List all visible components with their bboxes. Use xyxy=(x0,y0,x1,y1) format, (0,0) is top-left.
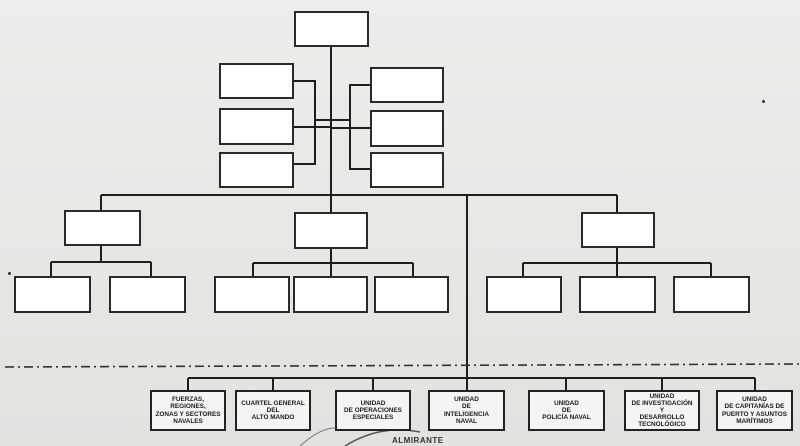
staff-box-left-2 xyxy=(219,108,294,145)
staff-box-left-1 xyxy=(219,63,294,99)
separator-dashed-line xyxy=(4,363,800,368)
unit-box-inteligencia-naval: UNIDAD DE INTELIGENCIA NAVAL xyxy=(428,390,505,431)
connector-left-staff-1 xyxy=(293,80,316,138)
stamp-label: ALMIRANTE xyxy=(392,436,444,445)
top-position-box xyxy=(294,11,369,47)
branch-box-3 xyxy=(581,212,655,248)
child-box-b1-1 xyxy=(14,276,91,313)
staff-box-right-1 xyxy=(370,67,444,103)
connector-right-staff-3 xyxy=(349,120,371,170)
child-box-b2-2 xyxy=(293,276,368,313)
staff-box-left-3 xyxy=(219,152,294,188)
seal-arc xyxy=(299,427,336,446)
connector-right-staff-1 xyxy=(349,84,371,135)
branch-box-1 xyxy=(64,210,141,246)
staff-box-right-2 xyxy=(370,110,444,147)
child-box-b3-3 xyxy=(673,276,750,313)
connector-left-staff-3 xyxy=(293,120,316,165)
paper-speck xyxy=(762,100,765,103)
unit-box-fuerzas-navales: FUERZAS, REGIONES, ZONAS Y SECTORES NAVA… xyxy=(150,390,226,431)
unit-box-capitanias-puerto: UNIDAD DE CAPITANÍAS DE PUERTO Y ASUNTOS… xyxy=(716,390,793,431)
unit-box-cuartel-general: CUARTEL GENERAL DEL ALTO MANDO xyxy=(235,390,311,431)
child-box-b3-2 xyxy=(579,276,656,313)
unit-box-investigacion-desarrollo: UNIDAD DE INVESTIGACIÓN Y DESARROLLO TEC… xyxy=(624,390,700,431)
child-box-b3-1 xyxy=(486,276,562,313)
staff-box-right-3 xyxy=(370,152,444,188)
child-box-b2-1 xyxy=(214,276,290,313)
stamp-arc xyxy=(344,429,421,446)
branch-box-2 xyxy=(294,212,368,249)
paper-speck xyxy=(8,272,11,275)
unit-box-operaciones-especiales: UNIDAD DE OPERACIONES ESPECIALES xyxy=(335,390,411,431)
unit-box-policia-naval: UNIDAD DE POLICÍA NAVAL xyxy=(528,390,605,431)
child-box-b2-3 xyxy=(374,276,449,313)
child-box-b1-2 xyxy=(109,276,186,313)
